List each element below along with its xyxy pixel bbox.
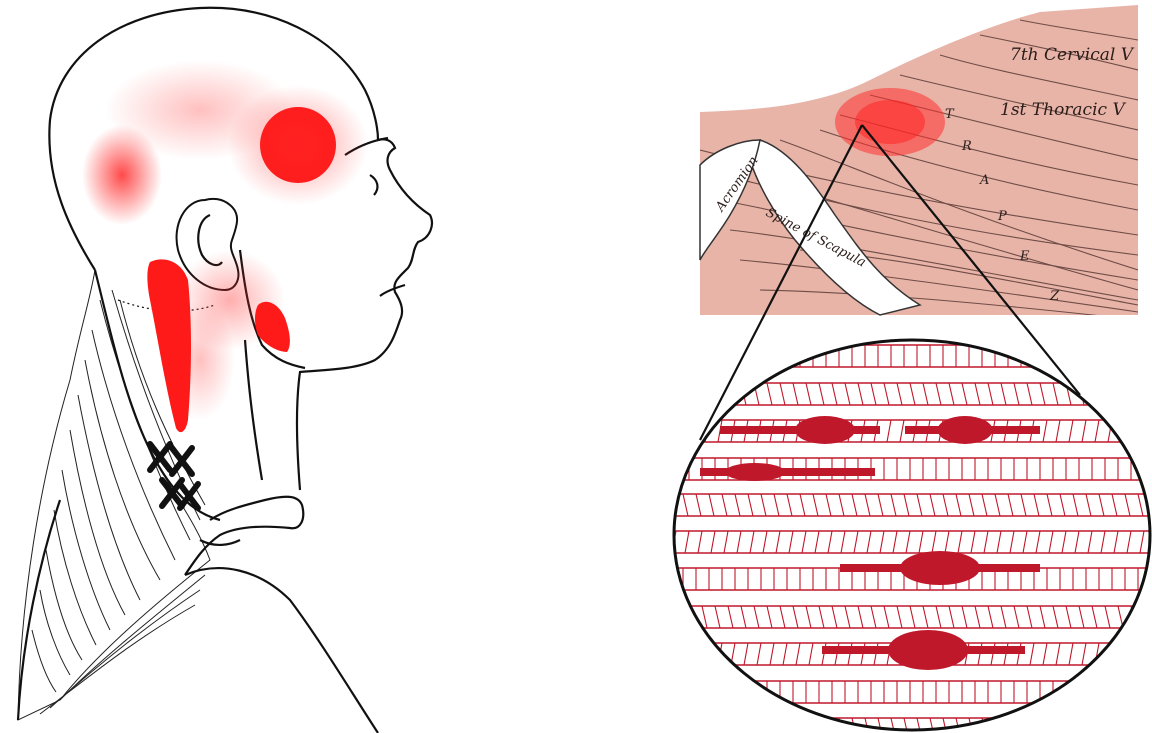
trapezius-letter: P: [997, 209, 1007, 224]
cervical-vertebra-label: 7th Cervical V: [1010, 45, 1135, 65]
referred-pain-pattern: [82, 60, 368, 432]
trapezius-letter: R: [961, 139, 972, 154]
trapezius-anatomy-plate: 7th Cervical V 1st Thoracic V Acromion S…: [700, 5, 1138, 320]
head-profile-figure: [18, 8, 432, 733]
thoracic-vertebra-label: 1st Thoracic V: [1000, 100, 1126, 120]
trapezius-letter: A: [979, 173, 989, 188]
trapezius-letter: E: [1019, 249, 1030, 264]
magnified-muscle-fibers: [666, 340, 1152, 733]
trapezius-letter: Z: [1049, 289, 1060, 304]
pain-zone-jaw: [255, 302, 290, 352]
trapezius-letter: T: [945, 107, 955, 122]
trigger-point-x: [172, 448, 192, 474]
pain-zone-neck: [147, 259, 191, 432]
